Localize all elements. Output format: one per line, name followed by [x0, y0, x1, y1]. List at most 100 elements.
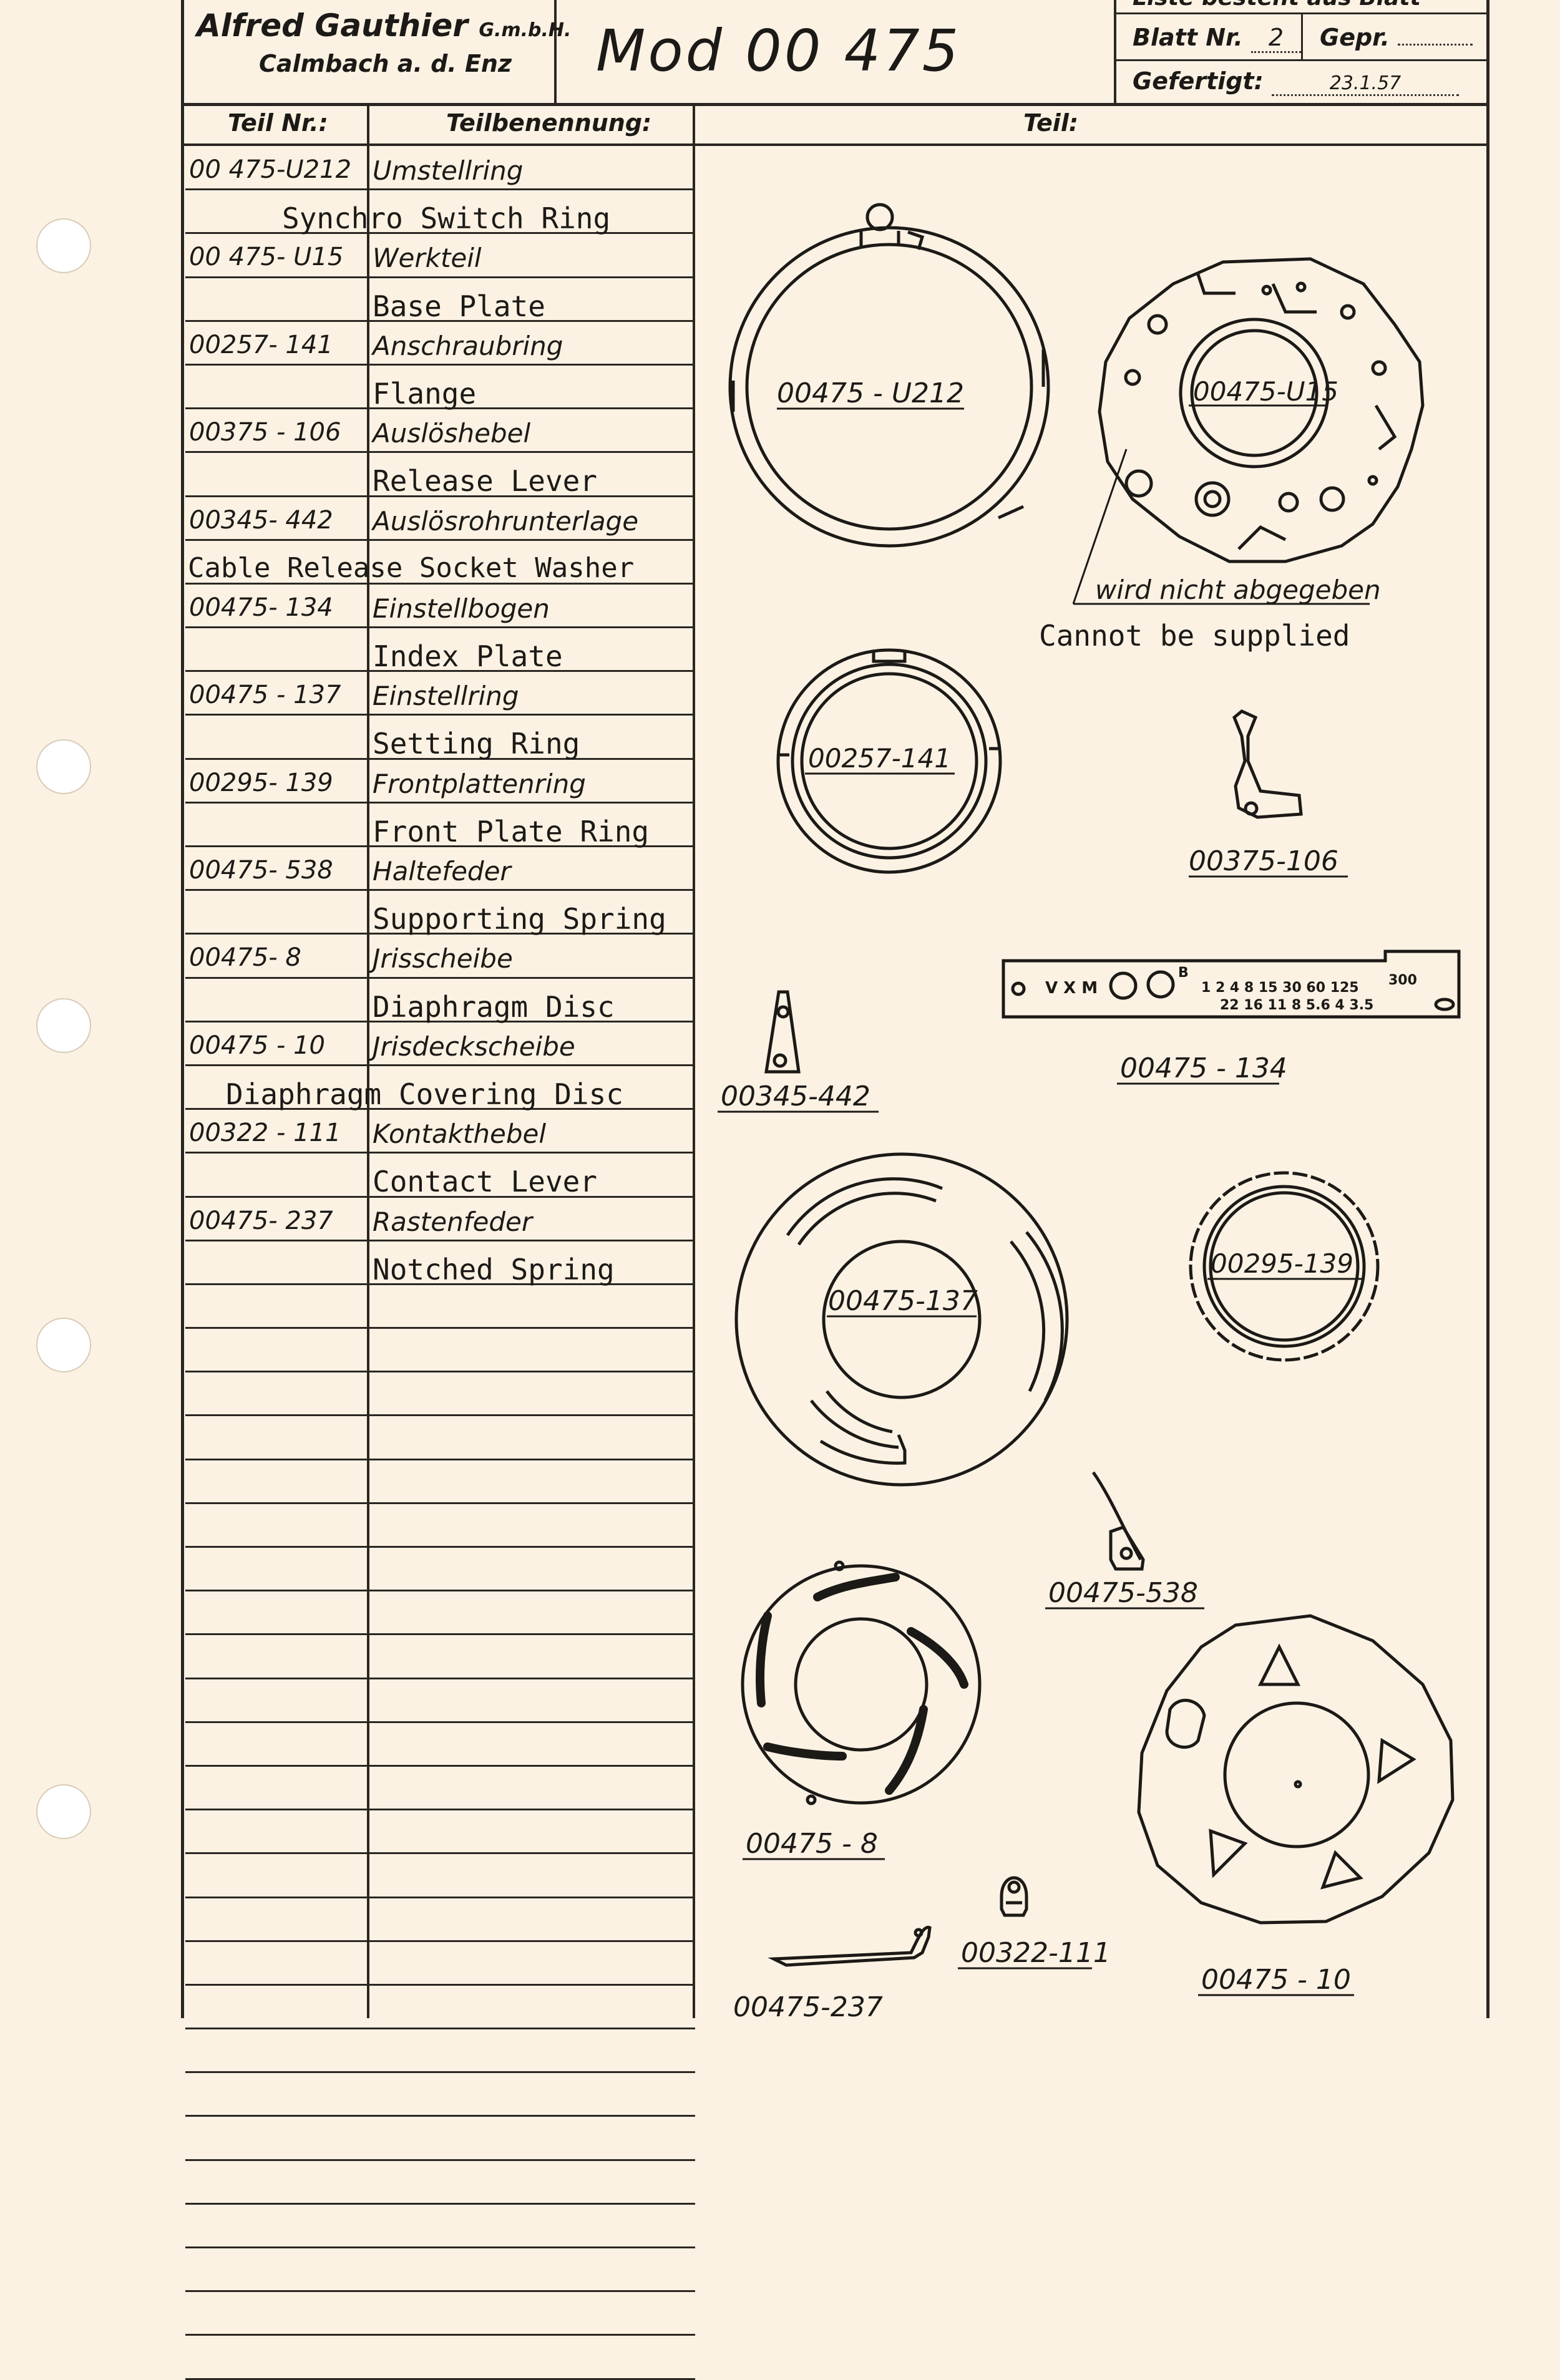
part-name-german: Werkteil	[373, 243, 482, 274]
list-item: Cable Release Socket Washer	[185, 541, 695, 585]
label-475-134: 00475 - 134	[1120, 1052, 1287, 1084]
list-item: 00475 - 10 Jrisdeckscheibe	[185, 1022, 695, 1066]
left-border	[181, 0, 184, 2018]
part-name-german: Einstellring	[373, 681, 519, 712]
part-number: 00475- 8	[189, 943, 301, 973]
scale-top-end: 300	[1388, 973, 1417, 988]
part-number: 00322 - 111	[189, 1119, 341, 1148]
empty-row	[185, 2117, 695, 2161]
part-name-german: Auslöshebel	[373, 418, 531, 449]
empty-row	[185, 1372, 695, 1417]
empty-row	[185, 1767, 695, 1811]
drawing-475-8: 00475 - 8	[741, 1560, 982, 1860]
header-divider-1	[554, 0, 557, 105]
list-item: 00475- 237 Rastenfeder	[185, 1198, 695, 1241]
checked-field: Gepr.	[1320, 24, 1473, 51]
scale-top: 1 2 4 8 15 30 60 125	[1201, 980, 1359, 996]
list-item: 00295- 139 Frontplattenring	[185, 760, 695, 804]
empty-row	[185, 2205, 695, 2248]
part-name-german: Anschraubring	[373, 330, 563, 361]
empty-row	[185, 1591, 695, 1636]
scale-marks: V X M	[1045, 979, 1098, 998]
label-475-538: 00475-538	[1048, 1577, 1198, 1609]
company-name: Alfred Gauthier G.m.b.H.	[197, 7, 572, 44]
part-name-english: Index Plate	[373, 639, 563, 674]
part-number: 00257- 141	[189, 330, 333, 359]
part-number: 00375 - 106	[189, 418, 341, 447]
drawing-475-137: 00475-137	[734, 1152, 1069, 1487]
drawing-475-134: V X M B 1 2 4 8 15 30 60 125 300 22 16 1…	[1002, 950, 1461, 1085]
drawing-295-139: 00295-139	[1189, 1171, 1380, 1362]
part-number: 00475- 237	[189, 1206, 333, 1235]
empty-row	[185, 1942, 695, 1986]
label-475-237: 00475-237	[733, 1991, 883, 2018]
drawing-322-111: 00322-111	[958, 1876, 1111, 1970]
punch-hole-4	[36, 1318, 91, 1372]
punch-hole-5	[36, 1784, 91, 1839]
list-item: 00322 - 111 Kontakthebel	[185, 1110, 695, 1154]
list-item: 00 475-U212 Umstellring	[185, 147, 695, 191]
list-item: 00475- 538 Haltefeder	[185, 847, 695, 891]
header-bottom-line	[181, 103, 1489, 106]
empty-row	[185, 1810, 695, 1855]
drawing-375-106: 00375-106	[1189, 709, 1348, 878]
empty-row	[185, 1679, 695, 1723]
made-field: Gefertigt: 23.1.57	[1133, 67, 1459, 96]
part-number: 00475- 134	[189, 593, 333, 622]
list-item: Index Plate	[185, 628, 695, 674]
col-part: Teil:	[1023, 109, 1079, 137]
empty-row	[185, 1548, 695, 1592]
company-location: Calmbach a. d. Enz	[259, 50, 512, 77]
empty-row	[185, 1854, 695, 1898]
col-part-name: Teilbenennung:	[446, 109, 652, 137]
part-name-english: Diaphragm Covering Disc	[226, 1077, 623, 1111]
list-item: 00475- 134 Einstellbogen	[185, 585, 695, 629]
drawing-257-141: 00257-141	[776, 648, 1002, 874]
list-item: Setting Ring	[185, 716, 695, 760]
drawing-u15: 00475-U15 wird nicht abgegeben Cannot be…	[1039, 257, 1425, 653]
label-u212: 00475 - U212	[777, 377, 964, 409]
empty-row	[185, 1460, 695, 1504]
part-name-german: Jrisscheibe	[373, 943, 513, 974]
part-name-english: Release Lever	[373, 464, 598, 498]
list-item: Synchro Switch Ring	[185, 190, 695, 235]
empty-row	[185, 1504, 695, 1548]
made-date: 23.1.57	[1272, 72, 1459, 96]
empty-row	[185, 2292, 695, 2336]
part-name-english: Notched Spring	[373, 1252, 615, 1286]
label-295-139: 00295-139	[1211, 1248, 1353, 1279]
part-name-german: Jrisdeckscheibe	[373, 1031, 575, 1062]
empty-row	[185, 1898, 695, 1942]
header-divider-2	[1114, 0, 1116, 105]
empty-row	[185, 1723, 695, 1767]
empty-row	[185, 2161, 695, 2205]
company-suffix: G.m.b.H.	[479, 19, 572, 41]
number-column-divider	[367, 106, 369, 2018]
part-name-german: Rastenfeder	[373, 1206, 533, 1237]
empty-row	[185, 2248, 695, 2293]
label-475-137: 00475-137	[828, 1285, 978, 1317]
part-number: 00475- 538	[189, 856, 333, 885]
punch-hole-3	[36, 998, 91, 1053]
drawing-475-538: 00475-538	[1045, 1471, 1204, 1610]
right-border	[1486, 0, 1489, 2018]
label-375-106: 00375-106	[1189, 845, 1338, 877]
part-name-english: Supporting Spring	[373, 902, 666, 936]
meta-divider	[1301, 12, 1303, 61]
list-item: Release Lever	[185, 453, 695, 498]
list-item: Base Plate	[185, 278, 695, 323]
part-number: 00475 - 137	[189, 681, 341, 710]
part-name-german: Haltefeder	[373, 856, 511, 886]
model-number: Mod 00 475	[596, 17, 962, 84]
column-head-line	[181, 143, 1489, 146]
drawing-475-10: 00475 - 10	[1137, 1614, 1455, 1996]
label-not-supplied-de: wird nicht abgegeben	[1095, 575, 1381, 605]
empty-row	[185, 2073, 695, 2117]
label-not-supplied-en: Cannot be supplied	[1039, 619, 1350, 653]
list-item: 00345- 442 Auslösrohrunterlage	[185, 497, 695, 541]
part-name-english: Flange	[373, 376, 477, 410]
drawing-345-442: 00345-442	[718, 990, 879, 1113]
sheet-number: 2	[1251, 24, 1301, 53]
part-drawings: 00475 - U212 00475-U15 wird nicht abgeg	[718, 203, 1461, 2018]
list-item: Contact Lever	[185, 1154, 695, 1198]
